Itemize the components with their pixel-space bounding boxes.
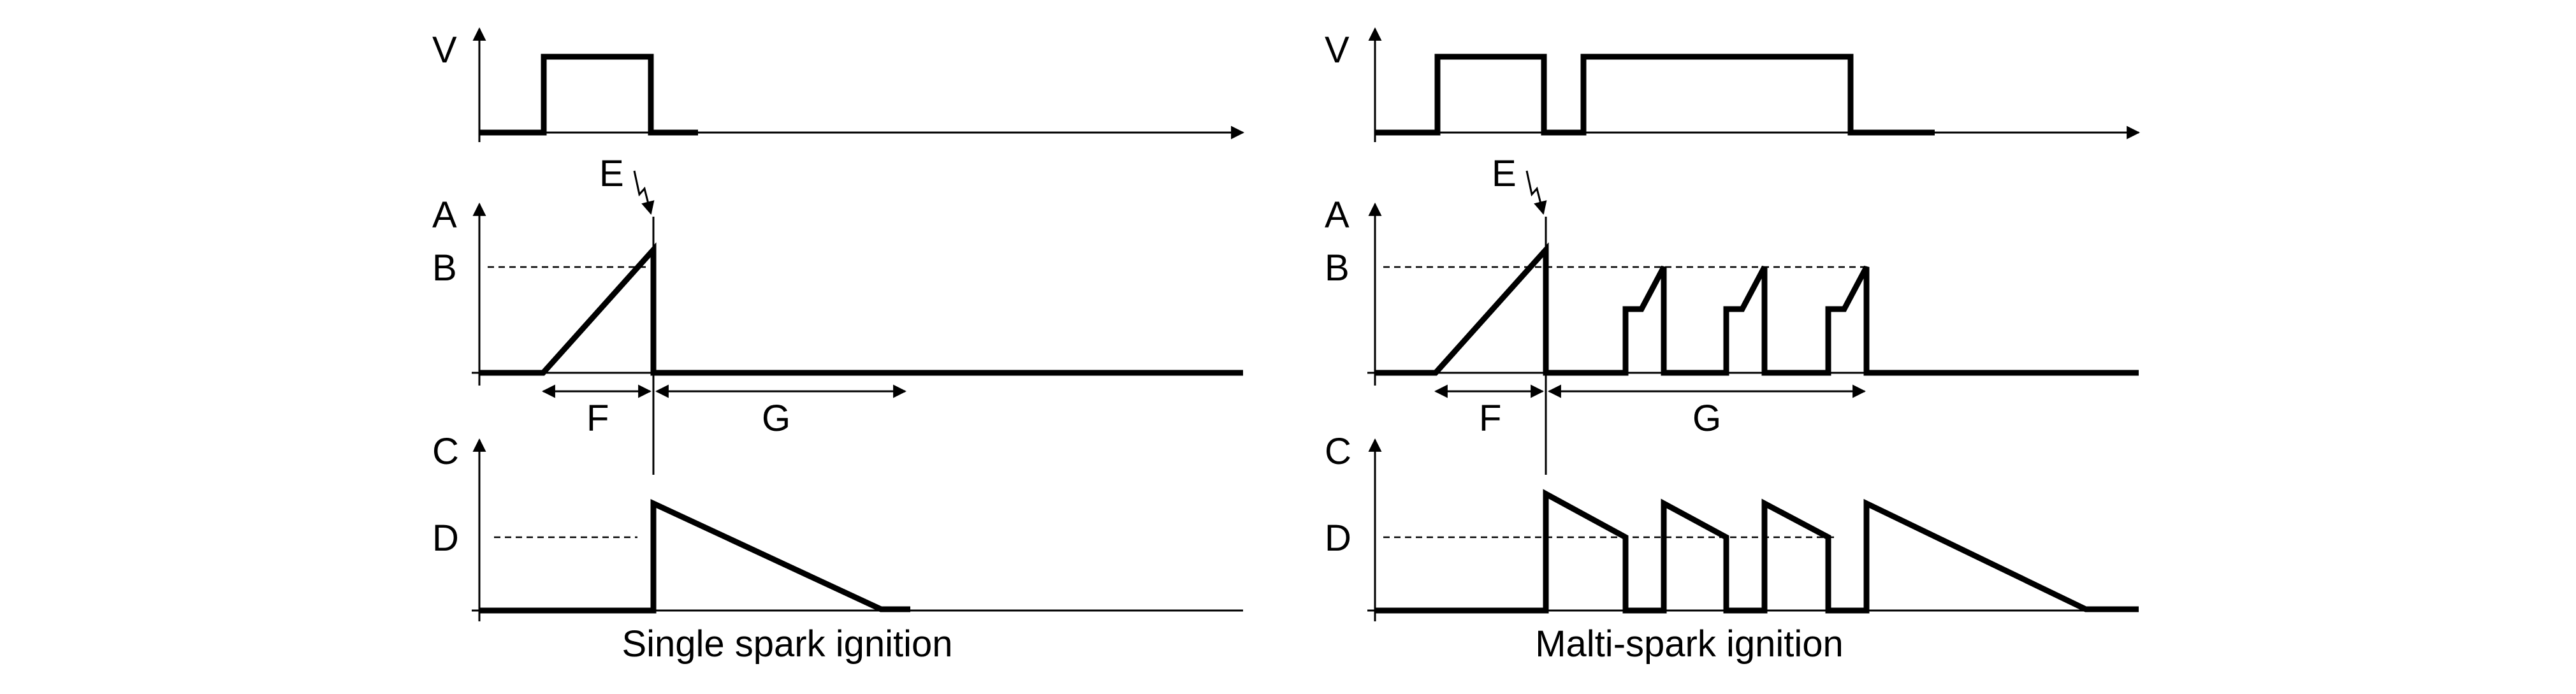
left-a-waveform: [479, 242, 1243, 376]
left-d-label: D: [432, 517, 459, 559]
left-c-label: C: [432, 431, 459, 472]
right-f-label: F: [1479, 398, 1501, 439]
left-e-label: E: [599, 153, 624, 194]
right-v-waveform: [1375, 54, 1935, 136]
right-d-label: D: [1325, 517, 1351, 559]
left-c-waveform: [479, 498, 910, 614]
right-spark-symbol: [1525, 170, 1547, 215]
single-spark-panel: V A B E F G C D Si: [432, 27, 1245, 665]
right-caption: Malti-spark ignition: [1535, 623, 1844, 665]
right-g-label: G: [1692, 398, 1721, 439]
right-b-label: B: [1325, 247, 1350, 289]
left-secondary-plot: C D: [432, 431, 1243, 621]
right-c-label: C: [1325, 431, 1351, 472]
left-current-plot: A B E F G: [432, 153, 1243, 475]
right-e-label: E: [1492, 153, 1517, 194]
right-current-plot: A B E F G: [1325, 153, 2139, 475]
right-v-label: V: [1325, 29, 1350, 71]
left-caption: Single spark ignition: [622, 623, 952, 665]
right-a-label: A: [1325, 194, 1350, 236]
left-b-label: B: [432, 247, 457, 289]
left-voltage-plot: V: [432, 27, 1245, 142]
right-a-waveform: [1375, 242, 2139, 376]
left-a-label: A: [432, 194, 457, 236]
left-g-label: G: [762, 398, 790, 439]
right-voltage-plot: V: [1325, 27, 2141, 142]
left-spark-symbol: [633, 170, 655, 215]
left-v-waveform: [479, 54, 698, 136]
left-v-label: V: [432, 29, 457, 71]
right-c-waveform: [1375, 489, 2139, 614]
right-secondary-plot: C D: [1325, 431, 2139, 621]
multi-spark-panel: V A B E F G C D Ma: [1325, 27, 2141, 665]
left-f-label: F: [586, 398, 609, 439]
